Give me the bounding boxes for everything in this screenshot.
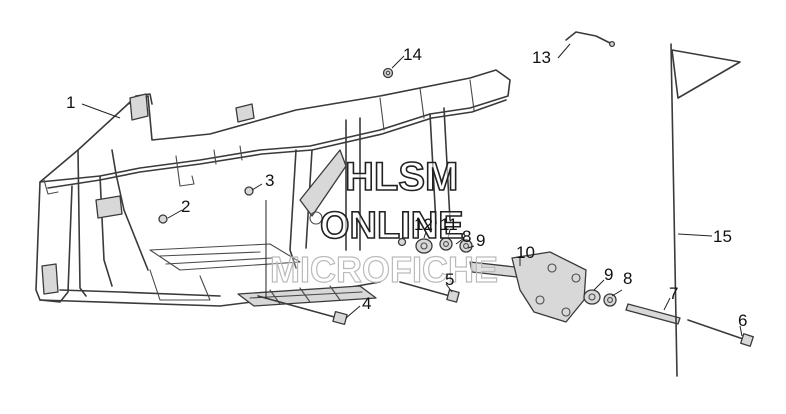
callout-9-rear: 9: [604, 265, 613, 284]
washer-8-rear: [603, 293, 617, 307]
callout-labels: 1 2 3 4 5 6 7 8 8 9 9 10 11 12 13 14 15: [66, 45, 747, 330]
callout-11: 11: [440, 215, 458, 234]
frame-assembly: [35, 69, 511, 307]
watermark: HLSM ONLINE MICROFICHE: [269, 154, 498, 290]
washer-11: [439, 237, 453, 251]
pin-7: [625, 303, 681, 325]
callout-8-front: 8: [462, 227, 471, 246]
leader-lines: [81, 43, 743, 337]
nut-14: [382, 67, 394, 79]
watermark-line-1: HLSM: [345, 155, 458, 199]
bolt-4: [257, 295, 348, 326]
nut-front: [397, 237, 407, 247]
callout-14: 14: [403, 45, 422, 64]
callout-10: 10: [516, 243, 535, 262]
bolt-6: [687, 319, 754, 347]
callout-4: 4: [362, 294, 371, 313]
bolt-2: [158, 214, 168, 224]
callout-12: 12: [414, 215, 433, 234]
callout-5: 5: [445, 270, 454, 289]
callout-3: 3: [265, 171, 274, 190]
cable-tie-13: [565, 31, 616, 48]
callout-8-rear: 8: [623, 269, 632, 288]
callout-2: 2: [181, 197, 190, 216]
pivot-shaft-10: [469, 251, 587, 323]
callout-1: 1: [66, 93, 75, 112]
safety-flag-15: [670, 43, 741, 377]
bolt-3: [244, 186, 254, 196]
washer-9-rear: [583, 289, 601, 305]
callout-15: 15: [713, 227, 732, 246]
callout-7: 7: [669, 284, 678, 303]
callout-9-front: 9: [476, 231, 485, 250]
watermark-line-2: ONLINE: [320, 205, 464, 247]
washer-9-front: [459, 239, 473, 253]
bolt-5: [399, 281, 460, 303]
watermark-line-3: MICROFICHE: [270, 249, 498, 290]
callout-13: 13: [532, 48, 551, 67]
callout-6: 6: [738, 311, 747, 330]
bushing-12: [415, 238, 433, 254]
